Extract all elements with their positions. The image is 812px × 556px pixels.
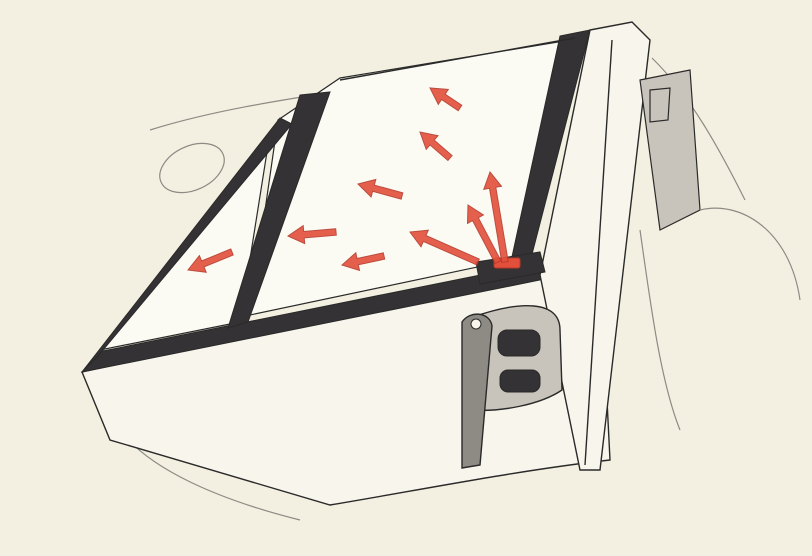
window-switch-icon [498, 330, 540, 356]
handle-pivot [471, 319, 481, 329]
lock-switch [500, 370, 540, 392]
seatbelt-buckle [650, 88, 670, 122]
